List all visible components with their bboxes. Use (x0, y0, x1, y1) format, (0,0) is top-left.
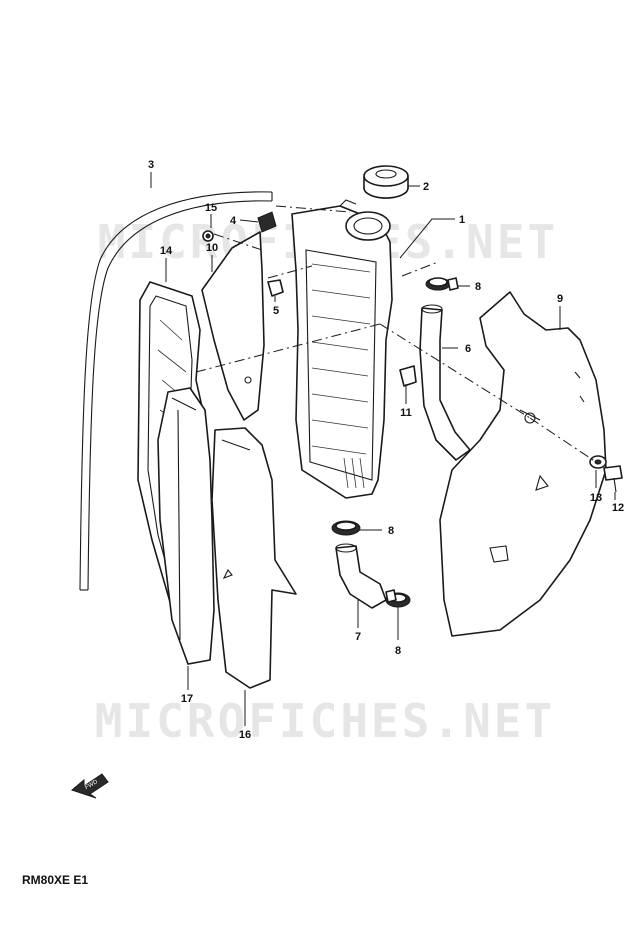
callout-6: 6 (465, 343, 471, 355)
radiator-cover-right (211, 427, 297, 689)
callout-4: 4 (230, 215, 237, 227)
radiator-cover-left (157, 387, 215, 665)
radiator-side-shroud (439, 291, 607, 637)
callout-12: 12 (612, 502, 624, 514)
grommet (267, 279, 284, 297)
hose-clamp-lower (385, 589, 411, 608)
watermark-bottom: MICROFICHES.NET (95, 694, 555, 748)
upper-radiator-hose (419, 304, 471, 461)
model-code: RM80XE E1 (22, 873, 88, 887)
callout-3: 3 (148, 159, 154, 171)
assembly-lines (195, 205, 597, 463)
callout-9: 9 (557, 293, 563, 305)
callout-8-upper: 8 (475, 281, 481, 293)
hose-clamp-middle (331, 520, 361, 536)
radiator-cap (363, 165, 409, 199)
shroud-washer (589, 455, 607, 469)
callout-10: 10 (206, 242, 218, 254)
callout-1: 1 (459, 214, 465, 226)
callout-labels: 3 2 1 4 15 10 14 5 8 6 9 11 8 7 8 13 12 … (148, 159, 624, 741)
callout-8-middle: 8 (388, 525, 394, 537)
callout-16: 16 (239, 729, 251, 741)
radiator-clip (399, 365, 417, 387)
callout-8-lower: 8 (395, 645, 401, 657)
callout-11: 11 (400, 407, 412, 419)
callout-17: 17 (181, 693, 193, 705)
callout-leaders (150, 172, 616, 726)
callout-14: 14 (160, 245, 173, 257)
callout-13: 13 (590, 492, 602, 504)
hose-clamp-upper (425, 277, 459, 291)
callout-5: 5 (273, 305, 279, 317)
overflow-hose (79, 191, 273, 591)
bolt-and-washer (202, 211, 277, 242)
forward-direction-marker: FWD (70, 773, 109, 799)
shroud-bolt (603, 465, 623, 493)
callout-7: 7 (355, 631, 361, 643)
radiator (291, 199, 393, 499)
callout-15: 15 (205, 202, 217, 214)
lower-radiator-hose (335, 543, 387, 609)
callout-2: 2 (423, 181, 429, 193)
